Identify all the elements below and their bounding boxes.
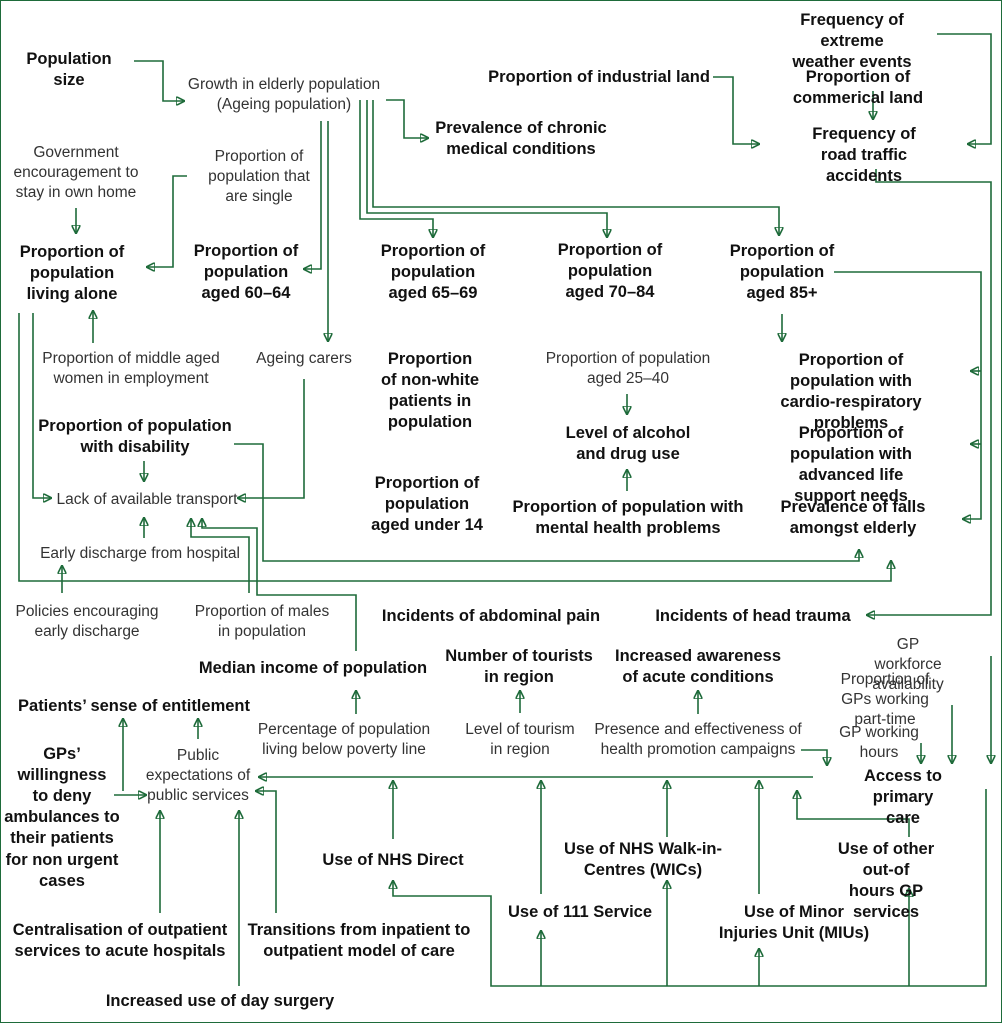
node-cardio-respiratory: Proportion of population with cardio-res… [780,351,922,433]
edge-alone-to-falls [18,313,891,582]
node-gp-workforce: GP workforce availability [872,636,944,693]
node-commercial-land: Proportion of commerical land [792,68,924,108]
node-minor-injuries: Use of Minor Injuries Unit (MIUs) [718,903,870,943]
edge-ooh-to-access [797,791,910,837]
node-disability: Proportion of population with disability [38,417,232,457]
node-aged-under-14: Proportion of population aged under 14 [371,474,483,535]
node-falls-elderly: Prevalence of falls amongst elderly [780,498,926,538]
node-proportion-single: Proportion of population that are single [208,148,310,205]
node-nhs-direct: Use of NHS Direct [322,851,464,869]
node-poverty-line: Percentage of population living below po… [257,721,431,758]
edge-carers-to-transport [238,379,305,498]
edge-growth-to-85 [372,100,779,235]
node-public-expectations: Public expectations of public services [145,747,251,804]
node-aged-60-64: Proportion of population aged 60–64 [193,242,299,303]
node-advanced-life-support: Proportion of population with advanced l… [790,424,912,506]
edge-income-to-transport [202,519,357,651]
node-health-promotion: Presence and effectiveness of health pro… [594,721,802,758]
node-aged-65-69: Proportion of population aged 65–69 [380,242,486,303]
node-aged-25-40: Proportion of population aged 25–40 [545,350,711,387]
node-policies-discharge: Policies encouraging early discharge [15,603,159,640]
node-industrial-land: Proportion of industrial land [488,68,710,86]
node-population-size: Population size [26,50,112,90]
node-growth-elderly: Growth in elderly population (Ageing pop… [187,76,381,113]
edge-growth-to-60-64 [304,121,322,269]
node-transitions: Transitions from inpatient to outpatient… [247,921,471,961]
edge-alone-to-transport [32,313,51,498]
node-median-income: Median income of population [198,659,428,677]
node-gps-part-time: Proportion of GPs working part-time [840,671,930,728]
node-early-discharge: Early discharge from hospital [40,545,240,562]
node-access-primary-care: Access to primary care [864,767,942,828]
edge-single-to-alone [147,175,187,267]
edge-promotion-to-access [801,749,827,765]
node-gps-willingness: GPs’ willingness to deny ambulances to t… [4,745,120,890]
node-alcohol-drug: Level of alcohol and drug use [565,424,691,464]
node-living-alone: Proportion of population living alone [19,243,125,304]
edge-industrial-to-road [713,76,759,144]
edge-growth-to-70-84 [366,100,607,237]
node-mental-health: Proportion of population with mental hea… [512,498,744,538]
node-111-service: Use of 111 Service [507,903,653,921]
edge-transitions-to-public [256,791,277,913]
node-centralisation: Centralisation of outpatient services to… [12,921,228,961]
node-gp-working-hours: GP working hours [839,724,919,761]
edge-primary-to-bottom-loop [393,789,987,987]
node-aged-85-plus: Proportion of population aged 85+ [729,242,835,303]
edge-85-right-branch [834,271,982,519]
node-out-of-hours: Use of other out-of hours GP services [837,840,935,922]
node-tourists-region: Number of tourists in region [445,647,593,687]
node-head-trauma: Incidents of head trauma [655,607,851,625]
node-ageing-carers: Ageing carers [256,350,352,367]
node-government-encouragement: Government encouragement to stay in own … [13,144,139,201]
node-chronic-conditions: Prevalence of chronic medical conditions [435,119,607,159]
node-patients-entitlement: Patients’ sense of entitlement [18,697,250,715]
node-extreme-weather: Frequency of extreme weather events [792,11,912,72]
node-abdominal-pain: Incidents of abdominal pain [381,607,601,625]
edge-weather-to-road [937,33,992,144]
edge-road-to-head-trauma [867,169,992,615]
edge-disability-to-falls [234,443,859,562]
edge-males-to-transport [191,519,250,593]
node-tourism-level: Level of tourism in region [465,721,575,758]
edge-growth-to-chronic [386,99,428,138]
node-lack-transport: Lack of available transport [56,491,238,508]
node-awareness-acute: Increased awareness of acute conditions [614,647,782,687]
node-non-white: Proportion of non-white patients in popu… [380,350,480,432]
edge-population-to-growth [134,60,184,101]
node-middle-aged-women: Proportion of middle aged women in emplo… [42,350,220,387]
edge-growth-to-65-69 [359,100,433,237]
node-proportion-males: Proportion of males in population [194,603,330,640]
node-aged-70-84: Proportion of population aged 70–84 [557,241,663,302]
node-day-surgery: Increased use of day surgery [105,992,335,1010]
node-walk-in-centres: Use of NHS Walk-in- Centres (WICs) [564,840,722,880]
node-road-traffic: Frequency of road traffic accidents [812,125,916,186]
